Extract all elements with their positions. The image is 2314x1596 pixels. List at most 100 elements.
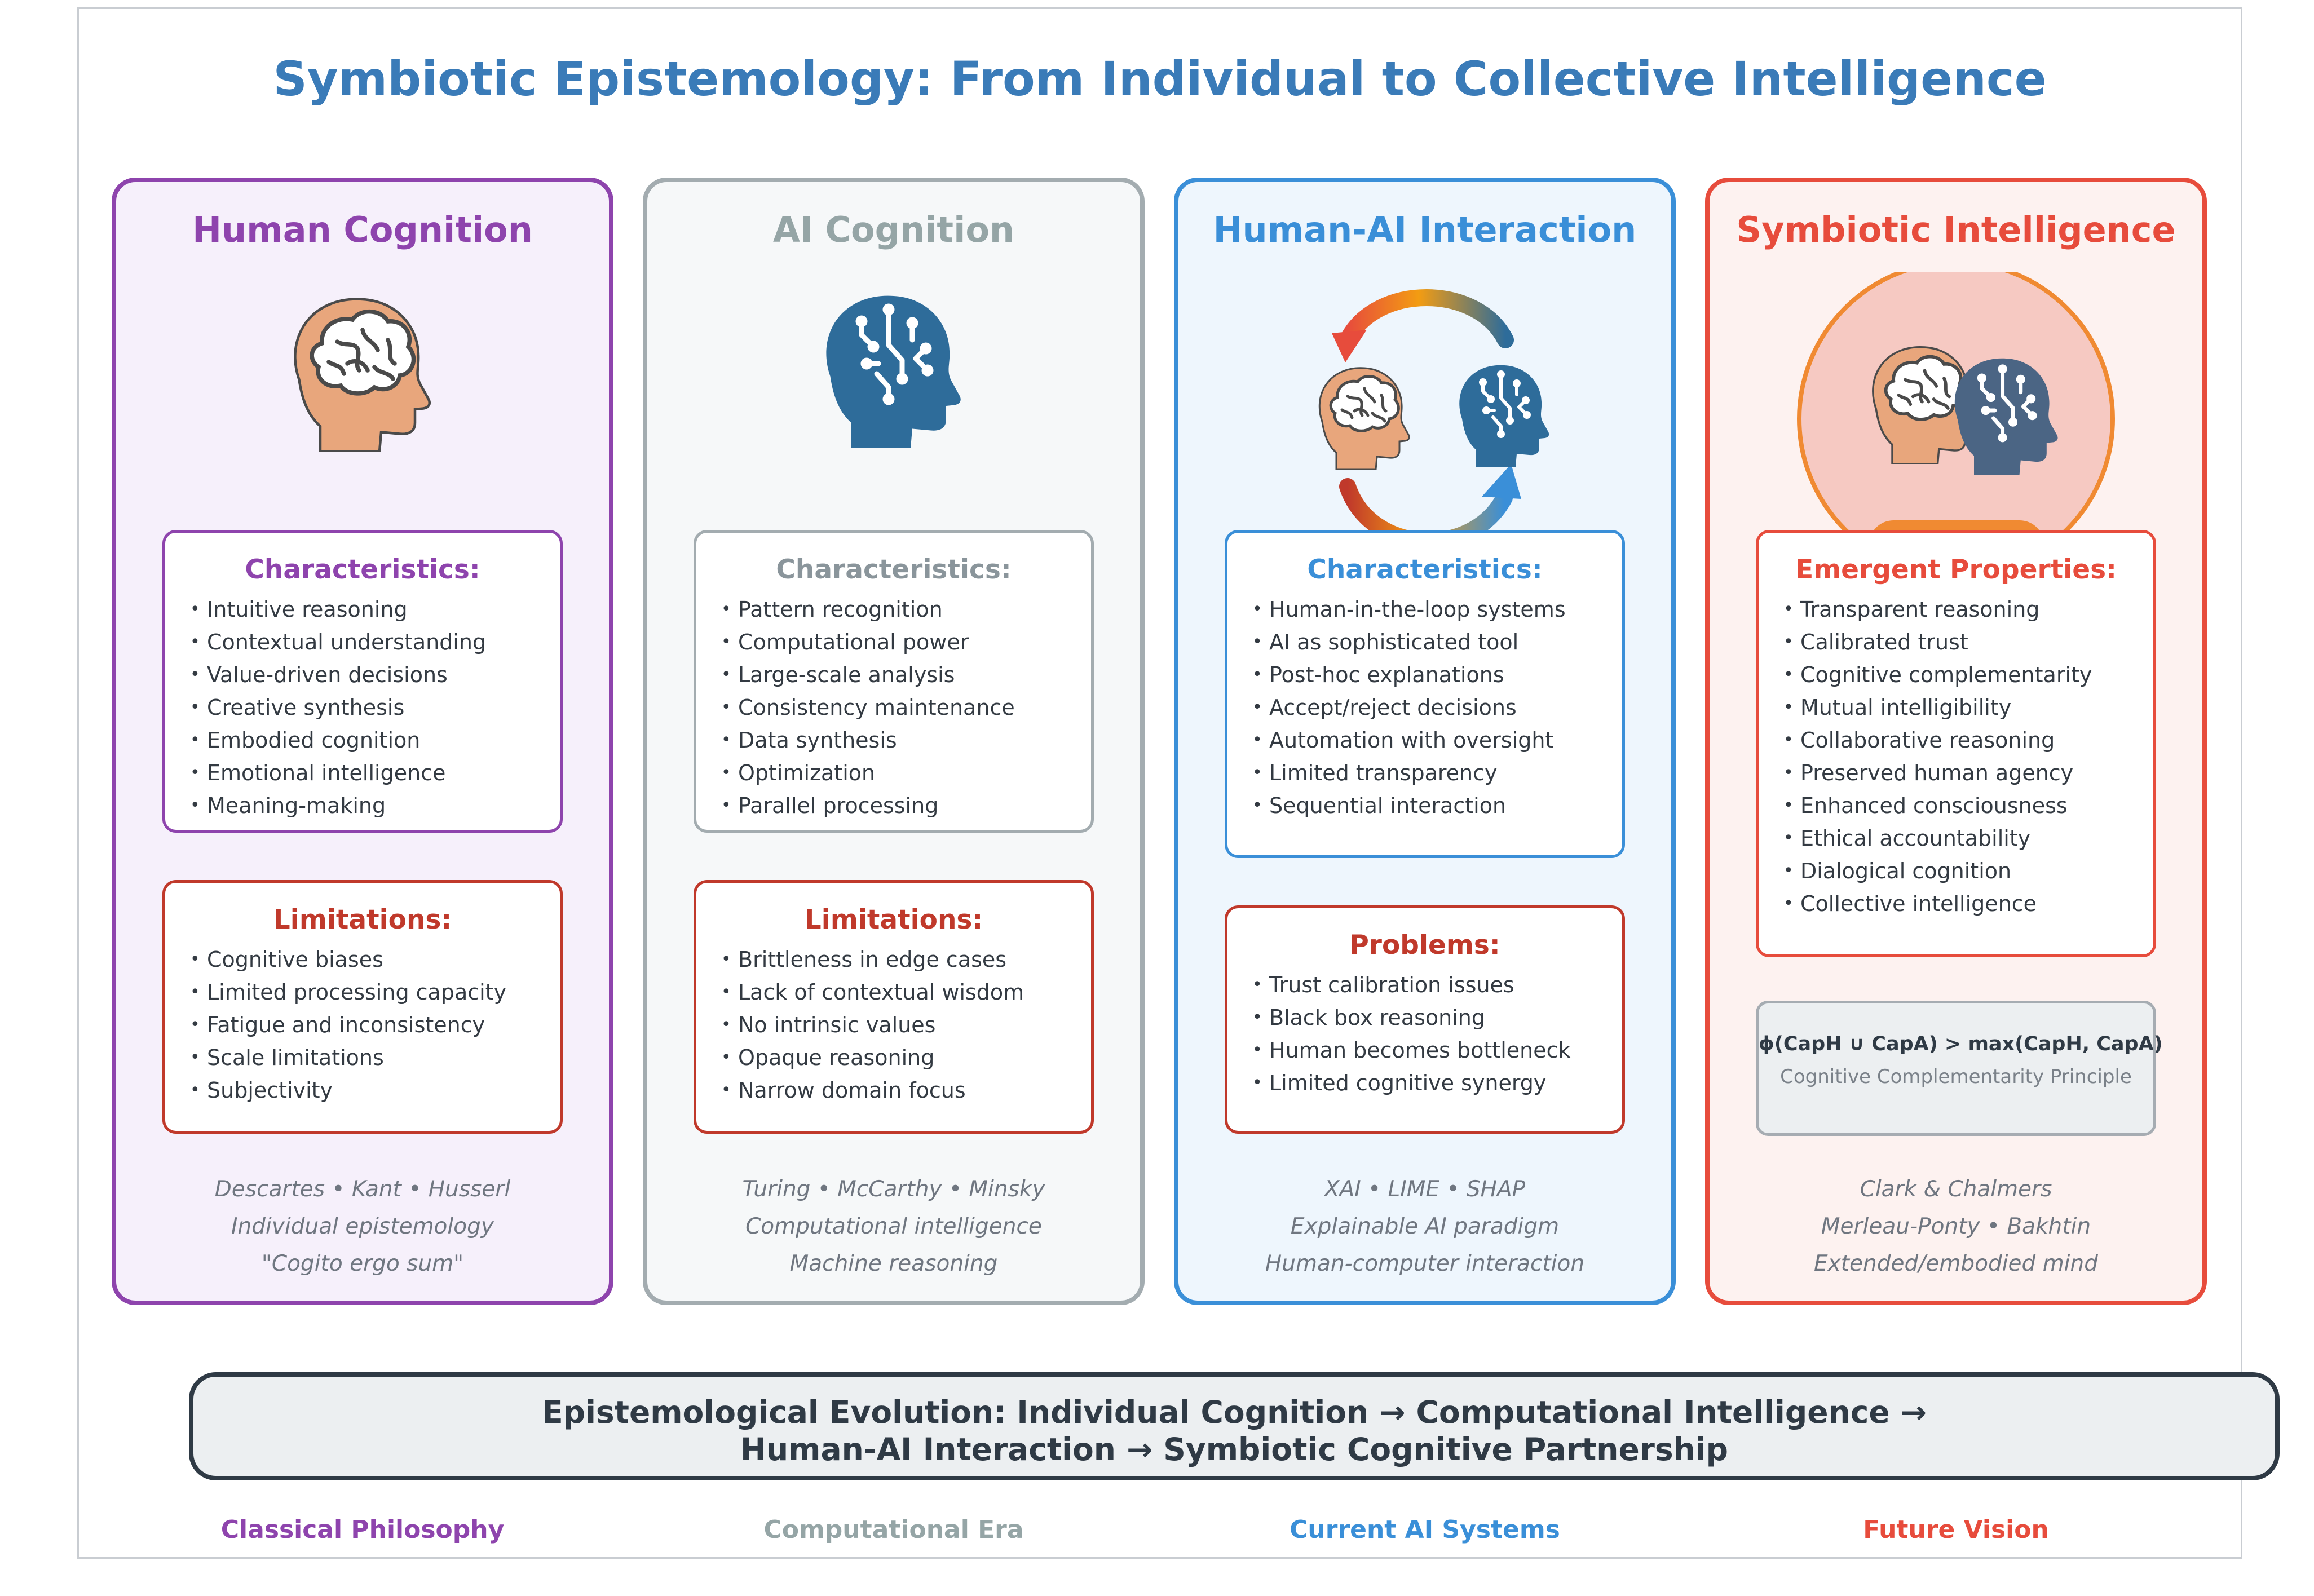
complementarity-formula-box: ϕ(CapH ∪ CapA) > max(CapH, CapA) Cogniti…: [1756, 1001, 2163, 1136]
list-item: Opaque reasoning: [721, 1041, 1091, 1074]
reference-line: Turing • McCarthy • Minsky: [742, 1177, 1045, 1202]
list-item: Collective intelligence: [1783, 887, 2153, 920]
reference-line: Merleau-Ponty • Bakhtin: [1821, 1214, 2091, 1239]
list-item: Creative synthesis: [190, 691, 560, 724]
characteristics-box: Characteristics: Human-in-the-loop syste…: [1225, 530, 1625, 858]
era-label-future: Future Vision: [1863, 1515, 2049, 1544]
reference-line: Explainable AI paradigm: [1290, 1214, 1560, 1239]
list-item: Value-driven decisions: [190, 658, 560, 691]
list-item: Ethical accountability: [1783, 822, 2153, 855]
era-label-computational: Computational Era: [763, 1515, 1024, 1544]
list-item: Collaborative reasoning: [1783, 724, 2153, 757]
era-label-classical: Classical Philosophy: [220, 1515, 505, 1544]
list-item: Meaning-making: [190, 789, 560, 822]
list-item: Data synthesis: [721, 724, 1091, 757]
list-item: Post-hoc explanations: [1252, 658, 1622, 691]
reference-line: Extended/embodied mind: [1813, 1251, 2098, 1276]
list-item: Pattern recognition: [721, 593, 1091, 626]
emergent-properties-box: Emergent Properties: Transparent reasoni…: [1756, 530, 2156, 957]
list-item: Preserved human agency: [1783, 757, 2153, 789]
column-human-ai-interaction: Human-AI Interaction Characteristics: Hu…: [1174, 178, 1676, 1305]
column-title: Human Cognition: [192, 209, 533, 250]
list-item: Fatigue and inconsistency: [190, 1009, 560, 1041]
list-item: Emotional intelligence: [190, 757, 560, 789]
list-item: Narrow domain focus: [721, 1074, 1091, 1107]
list-item: Large-scale analysis: [721, 658, 1091, 691]
box-title: Emergent Properties:: [1795, 554, 2117, 585]
limitations-list: Brittleness in edge cases Lack of contex…: [696, 943, 1091, 1107]
list-item: Cognitive complementarity: [1783, 658, 2153, 691]
characteristics-list: Human-in-the-loop systems AI as sophisti…: [1227, 593, 1622, 822]
characteristics-list: Intuitive reasoning Contextual understan…: [165, 593, 560, 822]
limitations-box: Limitations: Cognitive biases Limited pr…: [162, 880, 563, 1134]
box-title: Problems:: [1349, 930, 1500, 961]
box-title: Limitations:: [273, 904, 452, 935]
column-title: Symbiotic Intelligence: [1736, 209, 2176, 250]
list-item: Limited transparency: [1252, 757, 1622, 789]
list-item: Enhanced consciousness: [1783, 789, 2153, 822]
era-label-current: Current AI Systems: [1290, 1515, 1560, 1544]
formula-expression: ϕ(CapH ∪ CapA) > max(CapH, CapA): [1759, 1033, 2163, 1055]
reference-line: Individual epistemology: [231, 1214, 494, 1239]
evolution-banner: Epistemological Evolution: Individual Co…: [189, 1372, 2280, 1480]
list-item: Embodied cognition: [190, 724, 560, 757]
column-ai-cognition: AI Cognition Characteristics: Pattern re…: [643, 178, 1145, 1305]
list-item: Subjectivity: [190, 1074, 560, 1107]
reference-line: XAI • LIME • SHAP: [1324, 1177, 1526, 1202]
list-item: Brittleness in edge cases: [721, 943, 1091, 976]
list-item: Dialogical cognition: [1783, 855, 2153, 887]
reference-line: Machine reasoning: [789, 1251, 998, 1276]
diagram-frame: Symbiotic Epistemology: From Individual …: [77, 7, 2280, 1559]
characteristics-list: Pattern recognition Computational power …: [696, 593, 1091, 822]
list-item: Human-in-the-loop systems: [1252, 593, 1622, 626]
references: XAI • LIME • SHAP Explainable AI paradig…: [1178, 1171, 1671, 1283]
limitations-list: Cognitive biases Limited processing capa…: [165, 943, 560, 1107]
column-title: Human-AI Interaction: [1213, 209, 1637, 250]
list-item: Sequential interaction: [1252, 789, 1622, 822]
list-item: Limited cognitive synergy: [1252, 1067, 1622, 1099]
list-item: Accept/reject decisions: [1252, 691, 1622, 724]
column-symbiotic-intelligence: Symbiotic Intelligence SynLang Emergent …: [1705, 178, 2207, 1305]
evolution-line-1: Epistemological Evolution: Individual Co…: [542, 1394, 1927, 1430]
list-item: Contextual understanding: [190, 626, 560, 658]
box-title: Characteristics:: [245, 554, 480, 585]
list-item: No intrinsic values: [721, 1009, 1091, 1041]
list-item: Automation with oversight: [1252, 724, 1622, 757]
references: Descartes • Kant • Husserl Individual ep…: [116, 1171, 609, 1283]
list-item: Trust calibration issues: [1252, 969, 1622, 1001]
list-item: Calibrated trust: [1783, 626, 2153, 658]
list-item: Consistency maintenance: [721, 691, 1091, 724]
list-item: Cognitive biases: [190, 943, 560, 976]
list-item: Lack of contextual wisdom: [721, 976, 1091, 1009]
column-title: AI Cognition: [772, 209, 1015, 250]
list-item: Transparent reasoning: [1783, 593, 2153, 626]
limitations-box: Limitations: Brittleness in edge cases L…: [694, 880, 1094, 1134]
reference-line: Human-computer interaction: [1265, 1251, 1585, 1276]
list-item: Black box reasoning: [1252, 1001, 1622, 1034]
problems-list: Trust calibration issues Black box reaso…: [1227, 969, 1622, 1099]
list-item: Computational power: [721, 626, 1091, 658]
reference-line: "Cogito ergo sum": [261, 1251, 464, 1276]
box-title: Characteristics:: [1307, 554, 1543, 585]
list-item: Mutual intelligibility: [1783, 691, 2153, 724]
evolution-line-2: Human-AI Interaction → Symbiotic Cogniti…: [740, 1431, 1728, 1467]
references: Turing • McCarthy • Minsky Computational…: [647, 1171, 1140, 1283]
characteristics-box: Characteristics: Pattern recognition Com…: [694, 530, 1094, 833]
box-title: Limitations:: [804, 904, 983, 935]
list-item: Optimization: [721, 757, 1091, 789]
emergent-properties-list: Transparent reasoning Calibrated trust C…: [1759, 593, 2153, 920]
reference-line: Computational intelligence: [745, 1214, 1042, 1239]
reference-line: Clark & Chalmers: [1860, 1177, 2052, 1202]
list-item: Human becomes bottleneck: [1252, 1034, 1622, 1067]
list-item: AI as sophisticated tool: [1252, 626, 1622, 658]
formula-caption: Cognitive Complementarity Principle: [1780, 1066, 2132, 1088]
reference-line: Descartes • Kant • Husserl: [214, 1177, 511, 1202]
box-title: Characteristics:: [776, 554, 1012, 585]
problems-box: Problems: Trust calibration issues Black…: [1225, 905, 1625, 1134]
column-human-cognition: Human Cognition Characteristics: Intuiti…: [112, 178, 613, 1305]
list-item: Scale limitations: [190, 1041, 560, 1074]
characteristics-box: Characteristics: Intuitive reasoning Con…: [162, 530, 563, 833]
list-item: Parallel processing: [721, 789, 1091, 822]
page-title: Symbiotic Epistemology: From Individual …: [273, 51, 2047, 107]
list-item: Intuitive reasoning: [190, 593, 560, 626]
